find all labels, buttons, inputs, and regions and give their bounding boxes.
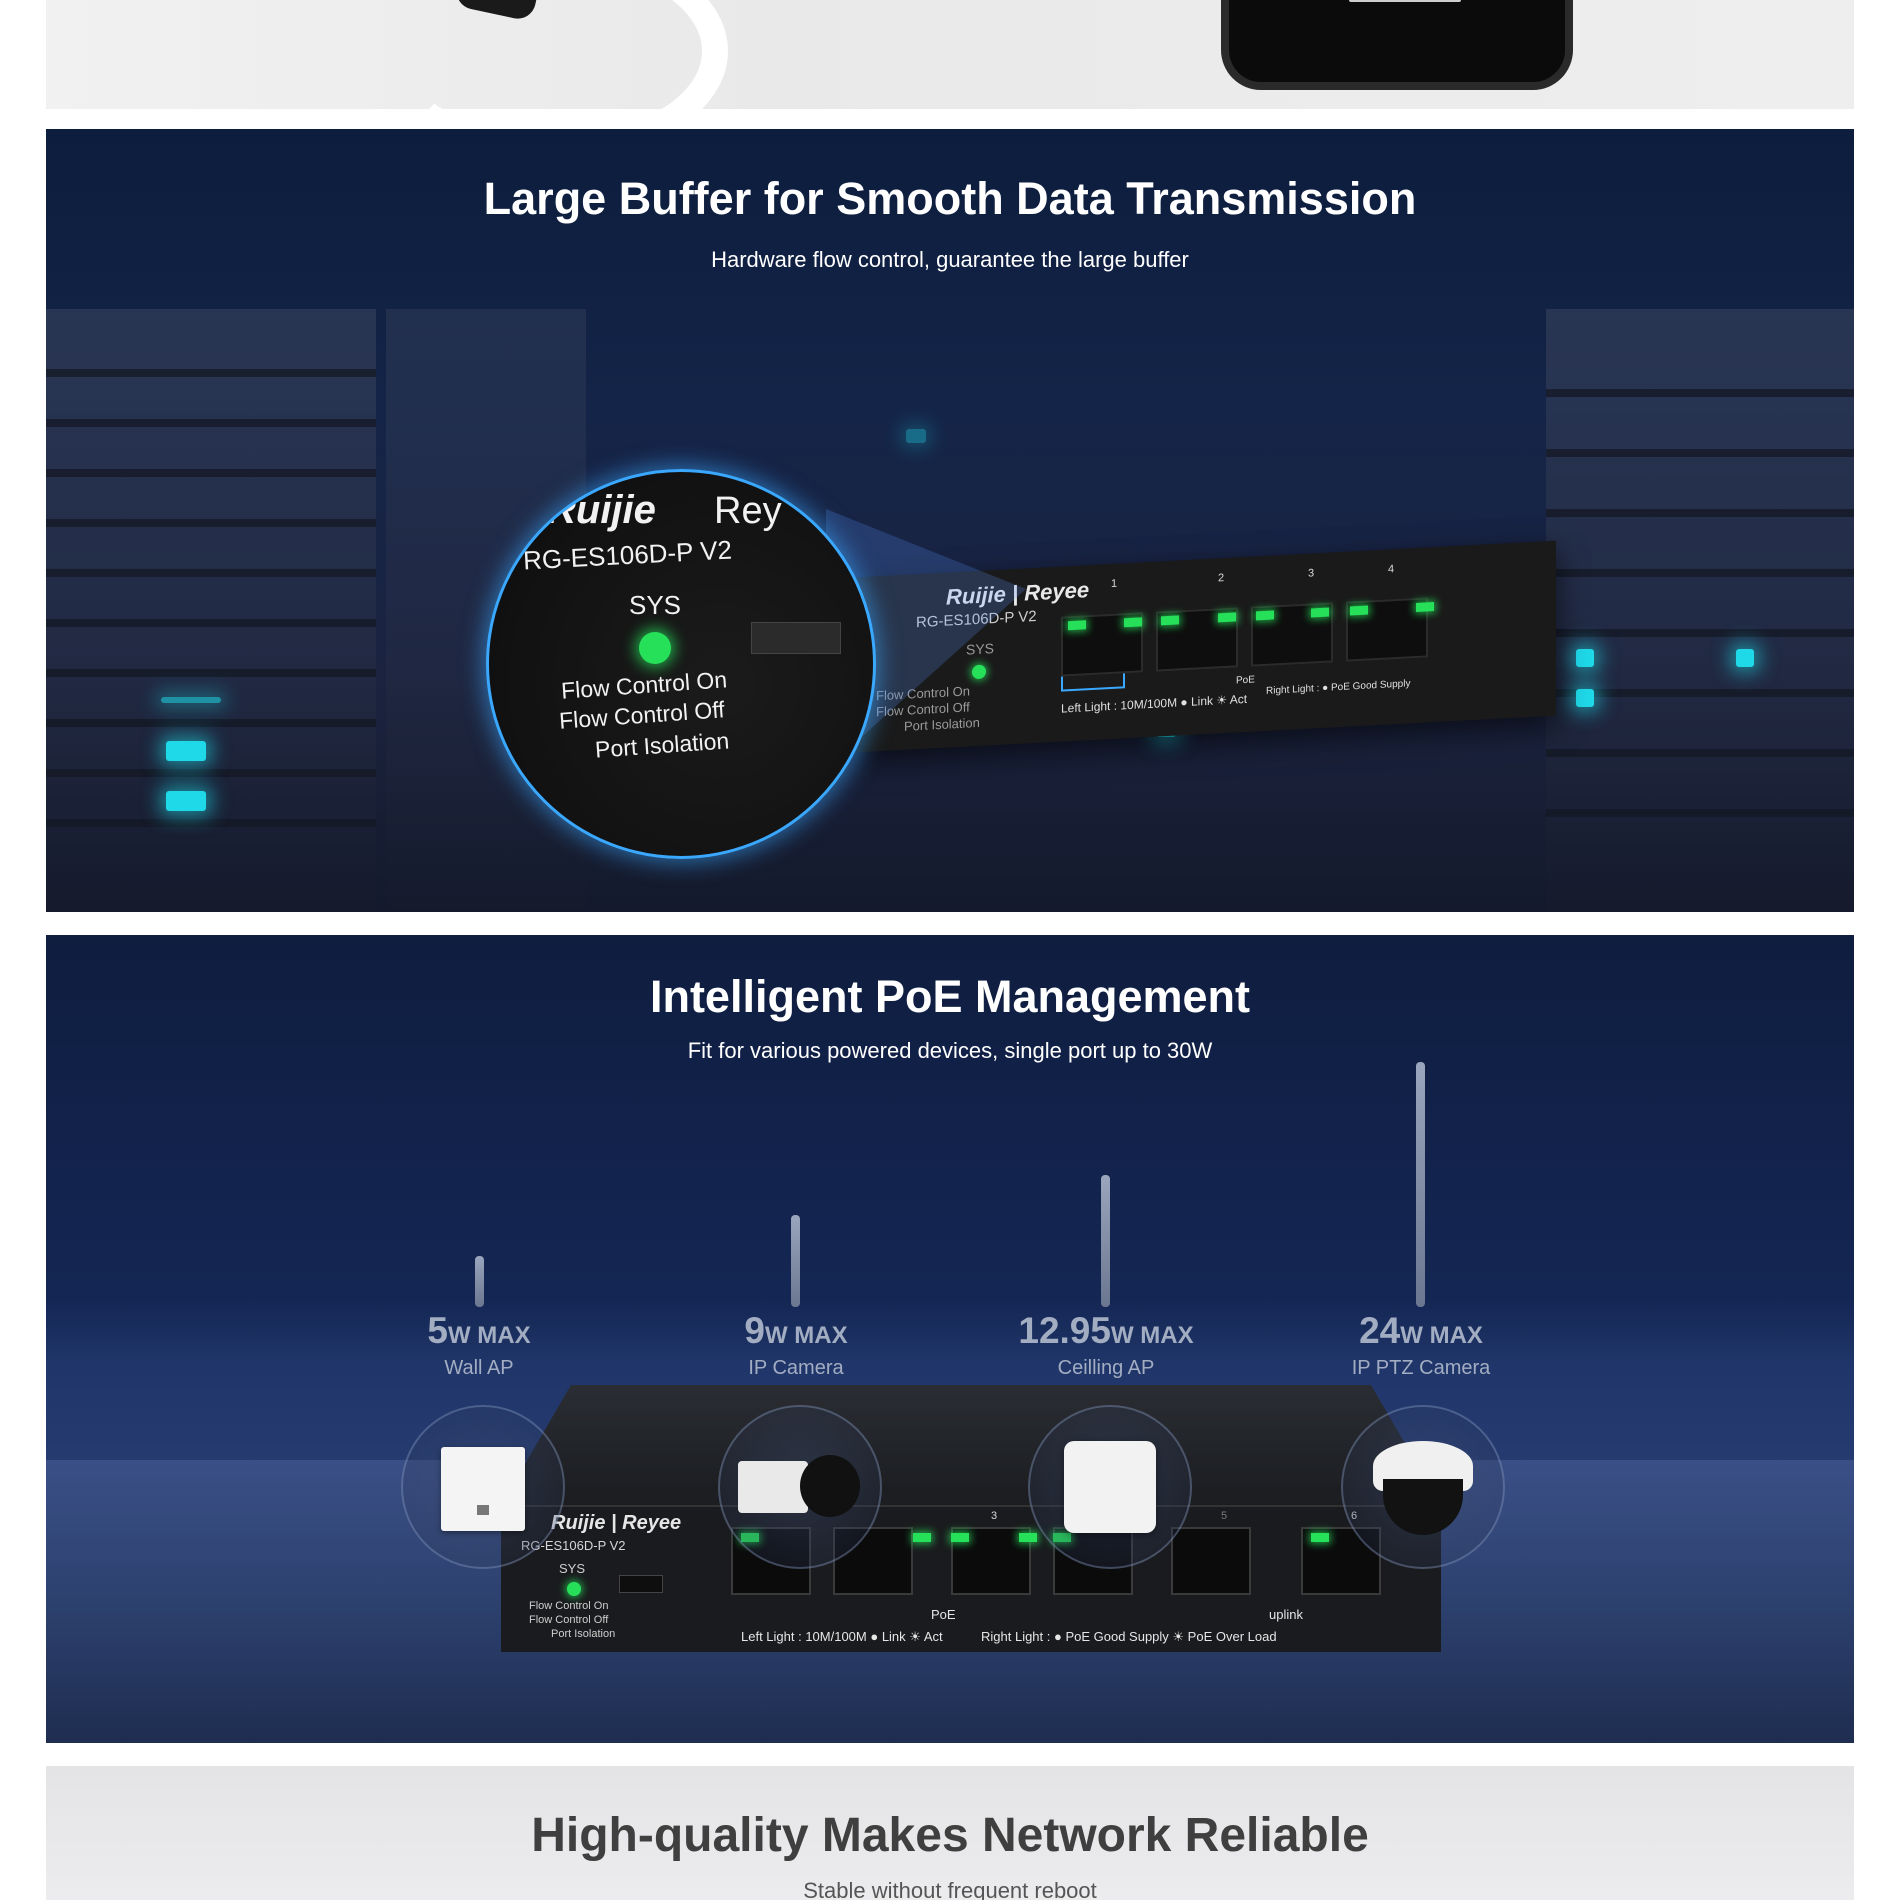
switch-flow-on: Flow Control On — [529, 1600, 609, 1612]
port-number: 4 — [1388, 563, 1395, 576]
port-number: 2 — [1218, 572, 1225, 585]
rack-light — [1736, 649, 1754, 667]
rack-light — [1576, 689, 1594, 707]
large-buffer-section: Large Buffer for Smooth Data Transmissio… — [46, 129, 1854, 912]
ptz-dome-icon — [1383, 1479, 1463, 1535]
section-title: Intelligent PoE Management — [649, 971, 1251, 1022]
section-subtitle: Fit for various powered devices, single … — [687, 1038, 1213, 1063]
cable-graphic — [376, 0, 728, 109]
magnifier-lens: Ruijie Rey RG-ES106D-P V2 SYS Flow Contr… — [486, 469, 876, 859]
device-right-light-legend: Right Light : ● PoE Good Supply — [1266, 678, 1411, 697]
port-number: 3 — [1308, 567, 1315, 580]
device-name: Wall AP — [444, 1357, 514, 1379]
ptz-camera-circle — [1341, 1405, 1505, 1569]
power-level-bar — [1416, 1062, 1425, 1307]
port-led — [1161, 615, 1179, 626]
wattage-value: 12.95 — [1018, 1310, 1111, 1351]
switch-right-light-legend: Right Light : ● PoE Good Supply ☀ PoE Ov… — [981, 1629, 1277, 1644]
wattage-label: 24W MAX — [1301, 1310, 1541, 1352]
wattage-label: 12.95W MAX — [986, 1310, 1226, 1352]
power-level-bar — [791, 1215, 800, 1307]
server-rack-right — [1546, 309, 1854, 912]
device-name: Ceilling AP — [1057, 1357, 1155, 1379]
poe-management-section: Intelligent PoE Management Fit for vario… — [46, 935, 1854, 1743]
switch-brand: Ruijie | Reyee — [551, 1512, 682, 1534]
wattage-unit: W MAX — [764, 1322, 848, 1349]
wattage-unit: W MAX — [1110, 1322, 1194, 1349]
wattage-unit: W MAX — [1400, 1322, 1483, 1349]
device-name: IP PTZ Camera — [1351, 1357, 1491, 1379]
switch-sys-led — [567, 1582, 581, 1596]
lens-brand: Ruijie — [547, 488, 656, 532]
port-led — [1416, 602, 1434, 612]
camera-lens-icon — [800, 1455, 860, 1517]
switch-uplink-label: uplink — [1269, 1607, 1303, 1622]
switch-flow-off: Flow Control Off — [529, 1614, 609, 1626]
port-number: 5 — [1221, 1510, 1228, 1522]
wattage-label: 9W MAX — [696, 1310, 896, 1352]
lens-sys-label: SYS — [629, 590, 682, 620]
rack-light — [166, 741, 206, 761]
rack-light — [161, 697, 221, 703]
device-poe-label: PoE — [1236, 674, 1255, 687]
phone-home-indicator — [1349, 0, 1461, 2]
poe-port-5 — [1171, 1527, 1251, 1595]
smartphone-graphic — [1221, 0, 1573, 90]
port-led — [1256, 610, 1274, 621]
port-led — [1311, 607, 1329, 618]
poe-switch-front-panel: Ruijie | Reyee RG-ES106D-P V2 SYS Flow C… — [501, 1505, 1441, 1652]
port-led — [1019, 1533, 1037, 1542]
port-number: 1 — [1111, 577, 1118, 590]
port-led — [1350, 605, 1368, 616]
switch-poe-label: PoE — [931, 1607, 956, 1622]
switch-sys-label: SYS — [559, 1561, 586, 1576]
wattage-label: 5W MAX — [379, 1310, 579, 1352]
ceiling-ap-icon — [1064, 1441, 1156, 1533]
port-led — [1311, 1533, 1329, 1542]
switch-model: RG-ES106D-P V2 — [521, 1538, 626, 1553]
power-level-bar — [475, 1256, 484, 1307]
rack-light — [906, 429, 926, 443]
port-number: 3 — [991, 1510, 998, 1522]
port-led — [1068, 620, 1086, 631]
switch-port-isolation: Port Isolation — [551, 1628, 616, 1640]
server-rack-left — [46, 309, 376, 912]
ip-camera-icon — [738, 1461, 808, 1513]
wattage-value: 5 — [427, 1310, 448, 1351]
port-led — [1124, 617, 1142, 628]
lens-sys-led — [639, 632, 671, 664]
device-left-light-legend: Left Light : 10M/100M ● Link ☀ Act — [1061, 691, 1248, 716]
lens-model: RG-ES106D-P V2 — [522, 534, 733, 576]
reliable-network-section: High-quality Makes Network Reliable Stab… — [46, 1766, 1854, 1900]
wall-ap-icon — [441, 1447, 525, 1531]
switch-dip-switch — [619, 1575, 663, 1593]
rack-light — [1576, 649, 1594, 667]
wattage-unit: W MAX — [447, 1322, 531, 1349]
power-level-bar — [1101, 1175, 1110, 1307]
section-subtitle: Stable without frequent reboot — [803, 1878, 1097, 1900]
lens-port-isolation: Port Isolation — [594, 727, 730, 763]
section-title: Large Buffer for Smooth Data Transmissio… — [483, 173, 1417, 224]
lens-brand2: Rey — [714, 490, 782, 532]
wattage-value: 9 — [744, 1310, 765, 1351]
top-product-image-section — [46, 0, 1854, 109]
section-title: High-quality Makes Network Reliable — [531, 1809, 1369, 1862]
port-led — [1218, 612, 1236, 623]
lens-dip-switch — [751, 622, 841, 654]
ceiling-ap-circle — [1028, 1405, 1192, 1569]
wall-ap-circle — [401, 1405, 565, 1569]
ip-camera-circle — [718, 1405, 882, 1569]
port-led — [913, 1533, 931, 1542]
port-led — [951, 1533, 969, 1542]
rack-light — [166, 791, 206, 811]
switch-left-light-legend: Left Light : 10M/100M ● Link ☀ Act — [741, 1629, 943, 1644]
device-name: IP Camera — [748, 1357, 844, 1379]
wattage-value: 24 — [1359, 1310, 1401, 1351]
section-subtitle: Hardware flow control, guarantee the lar… — [711, 247, 1189, 272]
